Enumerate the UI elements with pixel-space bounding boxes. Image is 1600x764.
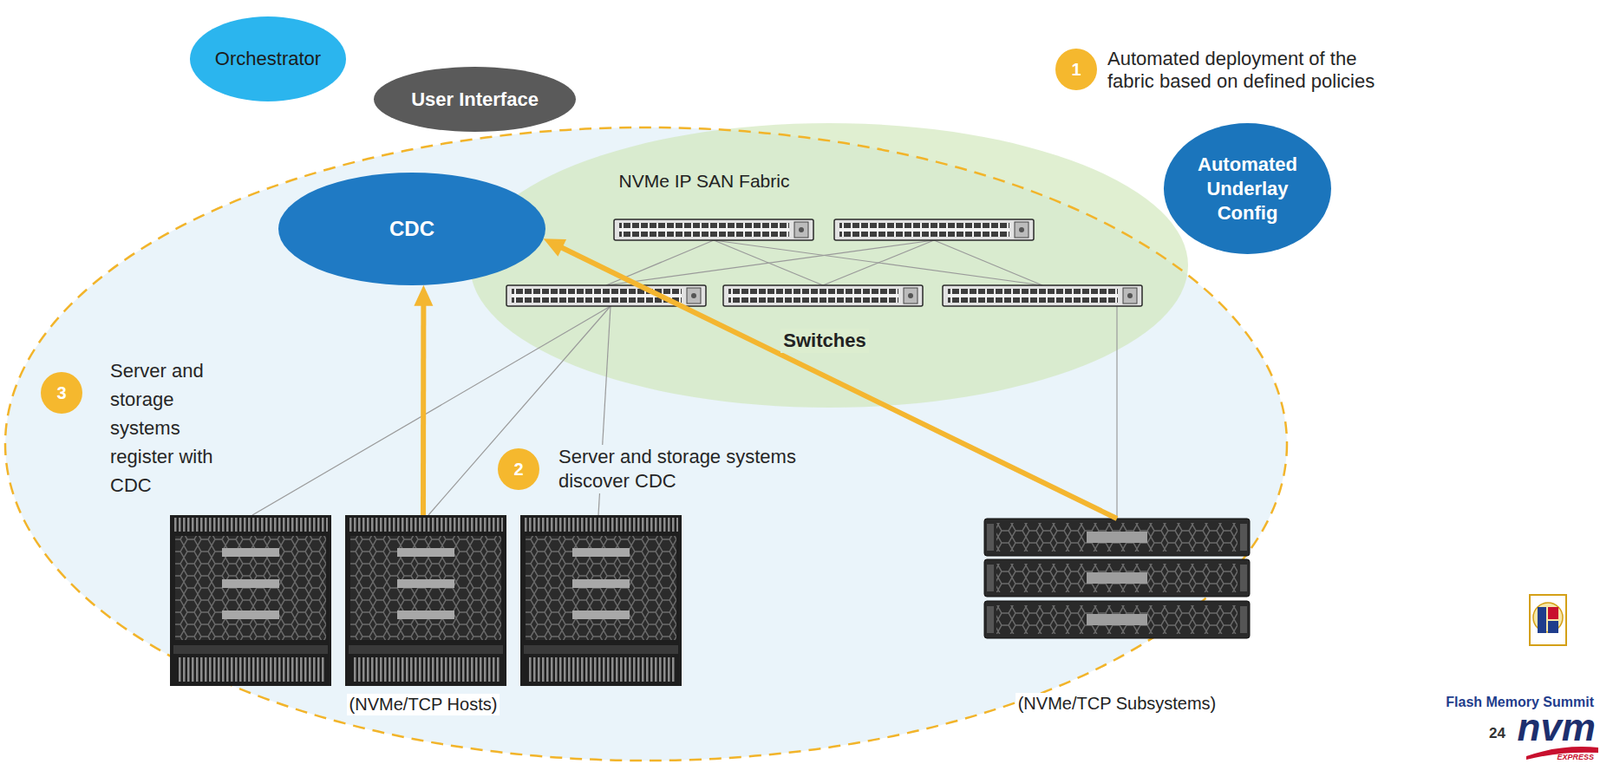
ellipse-fill (470, 123, 1189, 408)
ellipse-fill (278, 172, 546, 286)
storage-server (984, 518, 1250, 556)
node-label: Switches (780, 328, 869, 353)
underlay-config-ellipse: Automated Underlay Config (1162, 122, 1333, 255)
callout-text: Automated deployment of the fabric based… (1107, 47, 1394, 93)
switch (613, 219, 814, 241)
user-interface-ellipse: User Interface (372, 65, 577, 133)
node-label: User Interface (411, 87, 539, 112)
text-holder: Orchestrator (189, 15, 347, 103)
label-holder: 3 (40, 372, 83, 414)
callout-text: Server and storage systems discover CDC (555, 444, 808, 494)
storage-server (984, 559, 1250, 597)
switch (942, 285, 1143, 307)
text-holder: NVMe IP SAN Fabric (587, 169, 822, 193)
node-label: Orchestrator (215, 46, 321, 72)
label-holder: 1 (1055, 48, 1098, 91)
label-holder: 24 (1474, 724, 1506, 743)
label-holder: Server and storage systems discover CDC (555, 444, 808, 494)
text-holder: Automated Underlay Config (1162, 122, 1333, 255)
label-holder: 2 (497, 448, 540, 490)
footer-text: 24 (1488, 724, 1506, 743)
label-holder: Server and storage systems register with… (107, 356, 252, 500)
callout-number: 3 (40, 372, 83, 414)
footer-text: nvm (1517, 707, 1596, 748)
cdc-ellipse: CDC (277, 171, 547, 287)
node-label: (NVMe/TCP Hosts) (346, 693, 501, 716)
callout-number: 2 (497, 448, 540, 490)
label-holder: Automated deployment of the fabric based… (1107, 47, 1394, 93)
footer-text: EXPRESS (1556, 752, 1594, 763)
node-label: Automated Underlay Config (1187, 152, 1309, 226)
text-holder: User Interface (372, 65, 577, 133)
label-holder: nvm (1508, 707, 1596, 748)
arrow-head (413, 285, 433, 307)
node-label: NVMe IP SAN Fabric (619, 169, 791, 193)
orchestrator-ellipse: Orchestrator (189, 15, 347, 103)
text-holder: CDC (277, 171, 547, 287)
node-label: (NVMe/TCP Subsystems) (1015, 692, 1220, 715)
text-holder: (NVMe/TCP Hosts) (168, 693, 679, 716)
arrow-line (420, 302, 426, 516)
ellipse-fill (1163, 123, 1332, 255)
host-server (520, 515, 682, 686)
ellipse-shape (469, 122, 1189, 409)
switch (723, 285, 923, 307)
callout-number: 1 (1055, 48, 1098, 91)
storage-server (984, 600, 1250, 639)
text-holder: Switches (772, 328, 877, 353)
ellipse-fill (189, 16, 347, 102)
callout-text: Server and storage systems register with… (107, 356, 252, 500)
ellipse-fill (373, 66, 576, 132)
switch (834, 219, 1034, 241)
host-server (169, 515, 332, 686)
flow-arrow (413, 285, 433, 516)
fms-logo (1529, 594, 1567, 646)
node-label: CDC (389, 215, 435, 242)
host-server (345, 515, 507, 686)
fabric-ellipse: NVMe IP SAN FabricSwitches (469, 122, 1189, 409)
